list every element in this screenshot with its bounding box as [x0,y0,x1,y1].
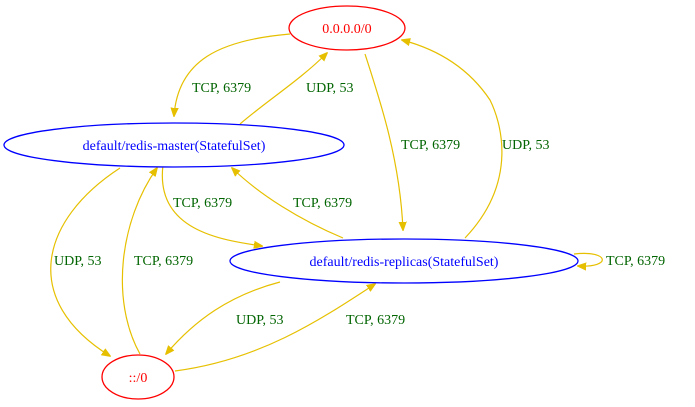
node-shape [101,354,175,400]
edge-label: TCP, 6379 [293,196,352,211]
edge-line [174,284,375,372]
edge-label: TCP, 6379 [606,254,665,269]
node-shape [229,238,579,284]
edge-line [166,281,281,354]
edge-line [50,167,121,356]
node-redis-master[interactable]: default/redis-master(StatefulSet) [3,122,345,168]
edge-line [174,33,291,116]
edge-ipv6-to-master-tcp[interactable]: TCP, 6379 [121,168,193,355]
edge-line [239,53,327,125]
edge-replicas-to-ipv4-udp[interactable]: UDP, 53 [402,40,549,239]
node-ipv6-any[interactable]: ::/0 [101,354,175,400]
edge-ipv6-to-replicas-tcp[interactable]: TCP, 6379 [174,284,405,372]
node-label: default/redis-replicas(StatefulSet) [310,255,499,270]
edge-master-to-ipv6-udp[interactable]: UDP, 53 [50,167,121,356]
node-shape [3,122,345,168]
edges-layer: TCP, 6379 UDP, 53 TCP, 6379 UDP, 53 TCP,… [50,33,665,372]
edge-master-to-replicas-tcp[interactable]: TCP, 6379 [161,164,262,246]
edge-label: UDP, 53 [306,81,353,96]
edge-label: TCP, 6379 [134,254,193,269]
edge-ipv4-to-replicas-tcp[interactable]: TCP, 6379 [364,53,460,230]
edge-label: UDP, 53 [502,138,549,153]
edge-ipv4-to-master-tcp[interactable]: TCP, 6379 [174,33,291,116]
edge-line [121,168,157,355]
edge-label: UDP, 53 [54,254,101,269]
node-redis-replicas[interactable]: default/redis-replicas(StatefulSet) [229,238,579,284]
edge-label: TCP, 6379 [346,313,405,328]
edge-label: TCP, 6379 [173,196,232,211]
edge-line [232,168,344,239]
edge-line [161,164,262,246]
edge-master-to-ipv4-udp[interactable]: UDP, 53 [239,53,353,125]
edge-replicas-self-tcp[interactable]: TCP, 6379 [573,252,665,269]
edge-label: TCP, 6379 [192,81,251,96]
node-label: default/redis-master(StatefulSet) [83,139,266,154]
node-shape [288,5,406,51]
node-label: ::/0 [129,371,148,386]
edge-replicas-to-ipv6-udp[interactable]: UDP, 53 [166,281,283,354]
node-ipv4-any[interactable]: 0.0.0.0/0 [288,5,406,51]
edge-line [573,252,603,266]
edge-label: TCP, 6379 [401,138,460,153]
node-label: 0.0.0.0/0 [322,22,371,37]
edge-line [364,53,403,230]
edge-replicas-to-master-tcp[interactable]: TCP, 6379 [232,168,352,239]
edge-line [402,40,503,239]
edge-label: UDP, 53 [236,313,283,328]
nodes-layer: 0.0.0.0/0 default/redis-master(StatefulS… [3,5,579,400]
